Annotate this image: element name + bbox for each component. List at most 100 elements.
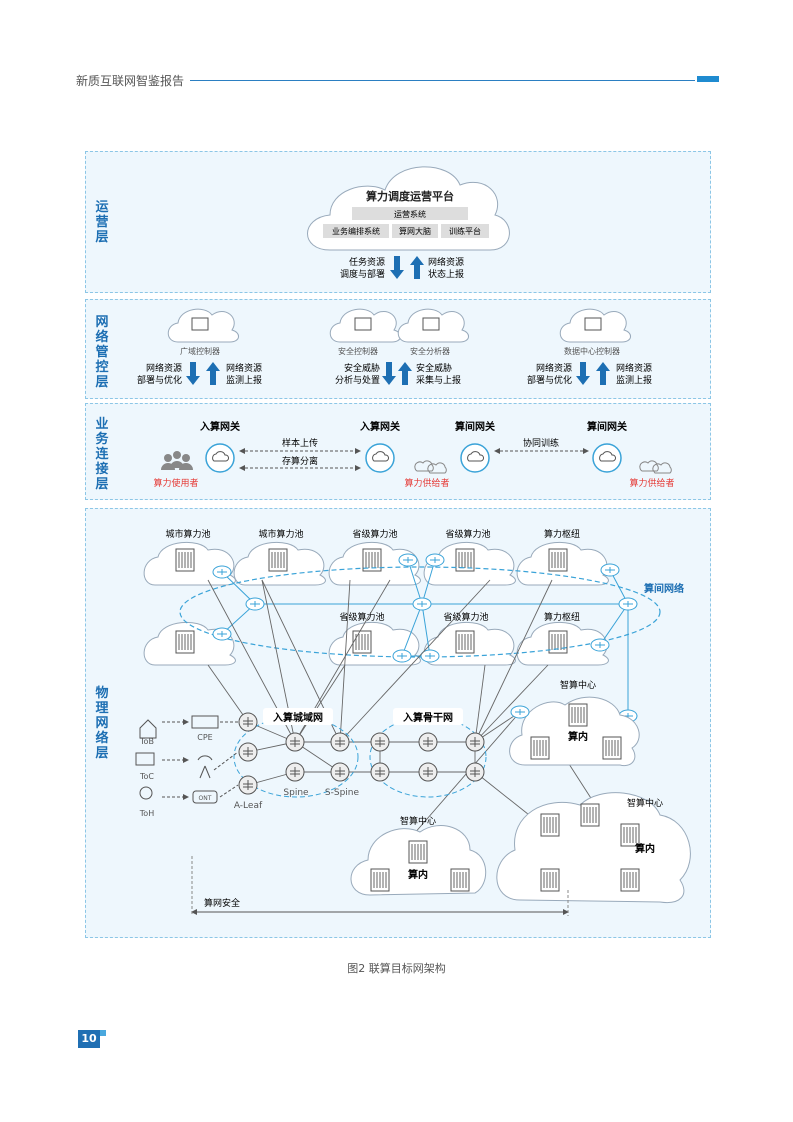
dc-down-2: 部署与优化 bbox=[527, 374, 572, 386]
control-layer-label: 网络管控层 bbox=[95, 315, 109, 390]
pool-top-3: 省级算力池 bbox=[352, 528, 397, 540]
ops-platform-title: 算力调度运营平台 bbox=[365, 189, 454, 203]
module-label-3: 训练平台 bbox=[449, 226, 481, 236]
sspine-label: S-Spine bbox=[325, 788, 360, 798]
wan-up-2: 监测上报 bbox=[226, 374, 262, 386]
ops-up-text-1: 网络资源 bbox=[428, 256, 464, 268]
dc-down-arrow bbox=[576, 362, 590, 385]
leaf-label: A-Leaf bbox=[234, 801, 263, 811]
gateway-icon-2 bbox=[365, 443, 395, 473]
access-devices bbox=[135, 715, 239, 804]
spine-label: Spine bbox=[283, 788, 309, 798]
cloud-cluster-icon-1 bbox=[414, 460, 447, 474]
pool-top-4: 省级算力池 bbox=[445, 528, 490, 540]
module-box-1 bbox=[323, 224, 389, 238]
dc-up-1: 网络资源 bbox=[616, 362, 652, 374]
toh-label: ToH bbox=[139, 809, 154, 818]
pool-mid-3: 算力枢纽 bbox=[544, 611, 580, 623]
pool-mid-1: 省级算力池 bbox=[339, 611, 384, 623]
smart-center-label-1: 智算中心 bbox=[560, 679, 596, 691]
analyzer-monitor-icon bbox=[422, 317, 440, 331]
sec-up-2: 采集与上报 bbox=[416, 374, 461, 386]
role-supplier-2: 算力供给者 bbox=[629, 477, 674, 489]
smart-center-label-2: 智算中心 bbox=[627, 797, 663, 809]
ops-down-arrow bbox=[390, 256, 404, 279]
gateway-label-4: 算间网关 bbox=[586, 420, 627, 433]
report-title: 新质互联网智鉴报告 bbox=[76, 74, 185, 88]
page-number: 10 bbox=[78, 1030, 100, 1048]
ops-system-label: 运营系统 bbox=[394, 209, 426, 219]
physical-layer-label: 物理网络层 bbox=[95, 686, 109, 761]
security-monitor-icon bbox=[354, 317, 372, 331]
sec-down-2: 分析与处置 bbox=[335, 374, 380, 386]
pool-mid-2: 省级算力池 bbox=[443, 611, 488, 623]
module-box-2 bbox=[392, 224, 438, 238]
gateway-icon-1 bbox=[205, 443, 235, 473]
header-rule bbox=[190, 80, 695, 81]
dc-up-2: 监测上报 bbox=[616, 374, 652, 386]
pool-top-5: 算力枢纽 bbox=[544, 528, 580, 540]
inside-label-2: 算内 bbox=[407, 868, 428, 881]
security-analyzer-label: 安全分析器 bbox=[410, 346, 450, 356]
security-controller-label: 安全控制器 bbox=[338, 346, 378, 356]
sec-up-arrow bbox=[398, 362, 412, 385]
metro-label: 入算城域网 bbox=[273, 711, 323, 724]
role-supplier-1: 算力供给者 bbox=[404, 477, 449, 489]
dc-monitor-icon bbox=[584, 317, 602, 331]
figure-caption: 图2 联算目标网架构 bbox=[347, 962, 446, 975]
page-number-tab bbox=[100, 1030, 106, 1036]
dc-up-arrow bbox=[596, 362, 610, 385]
gateway-label-3: 算间网关 bbox=[454, 420, 495, 433]
users-icon bbox=[161, 451, 193, 470]
toc-label: ToC bbox=[139, 772, 154, 781]
ops-down-text-2: 调度与部署 bbox=[340, 268, 385, 280]
module-box-3 bbox=[441, 224, 489, 238]
metro-label-box bbox=[263, 708, 333, 725]
smart-center-router bbox=[510, 705, 530, 719]
inside-label-3: 算内 bbox=[634, 842, 655, 855]
ops-layer-label: 运营层 bbox=[95, 200, 109, 245]
sec-down-arrow bbox=[382, 362, 396, 385]
wan-down-arrow bbox=[186, 362, 200, 385]
storage-separation-label: 存算分离 bbox=[282, 455, 318, 467]
smart-center-label-3: 智算中心 bbox=[400, 815, 436, 827]
gateway-icon-3 bbox=[460, 443, 490, 473]
pool-top-2: 城市算力池 bbox=[258, 528, 303, 540]
backbone-label: 入算骨干网 bbox=[403, 711, 453, 724]
wan-up-arrow bbox=[206, 362, 220, 385]
ops-down-text-1: 任务资源 bbox=[349, 256, 385, 268]
wan-up-1: 网络资源 bbox=[226, 362, 262, 374]
backbone-label-box bbox=[393, 708, 463, 725]
dc-controller-label: 数据中心控制器 bbox=[564, 346, 620, 356]
service-layer-label: 业务连接层 bbox=[95, 417, 109, 492]
inter-dc-ring bbox=[179, 566, 661, 658]
wan-controller-label: 广域控制器 bbox=[180, 346, 220, 356]
gateway-label-1: 入算网关 bbox=[200, 420, 240, 433]
tob-label: ToB bbox=[139, 737, 154, 746]
gateway-label-2: 入算网关 bbox=[360, 420, 400, 433]
collab-training-label: 协同训练 bbox=[523, 437, 559, 449]
security-label: 算网安全 bbox=[204, 897, 240, 909]
module-label-1: 业务编排系统 bbox=[332, 226, 380, 236]
ops-system-box bbox=[352, 207, 468, 220]
sec-down-1: 安全威胁 bbox=[344, 362, 380, 374]
role-user: 算力使用者 bbox=[153, 477, 198, 489]
cloud-cluster-icon-2 bbox=[639, 460, 672, 474]
sec-up-1: 安全威胁 bbox=[416, 362, 452, 374]
ops-up-arrow bbox=[410, 256, 424, 279]
core-routers bbox=[238, 712, 485, 795]
backbone-ring bbox=[369, 716, 487, 798]
dc-down-1: 网络资源 bbox=[536, 362, 572, 374]
module-label-2: 算网大脑 bbox=[399, 226, 431, 236]
gateway-icon-4 bbox=[592, 443, 622, 473]
header-tab bbox=[697, 76, 719, 82]
wan-down-1: 网络资源 bbox=[146, 362, 182, 374]
inter-dc-label: 算间网络 bbox=[643, 582, 684, 595]
pool-top-1: 城市算力池 bbox=[165, 528, 210, 540]
ops-up-text-2: 状态上报 bbox=[428, 268, 464, 280]
ont-label: ONT bbox=[199, 795, 212, 802]
wan-down-2: 部署与优化 bbox=[137, 374, 182, 386]
cpe-label: CPE bbox=[197, 733, 212, 742]
monitor-icon bbox=[191, 317, 209, 331]
